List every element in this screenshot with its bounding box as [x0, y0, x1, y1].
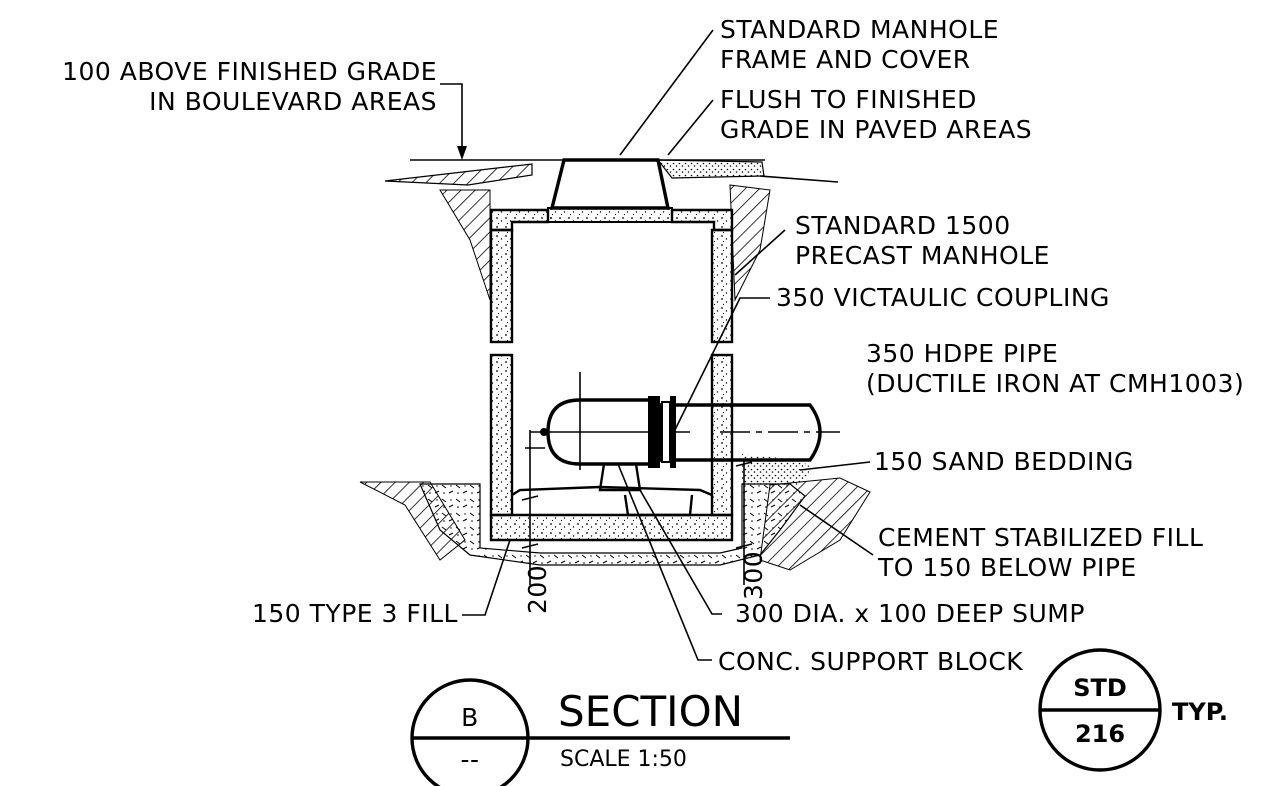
label-frame-cover-2: FRAME AND COVER [720, 45, 971, 74]
section-title: SECTION [558, 687, 743, 736]
precast-manhole [489, 208, 734, 542]
section-scale: SCALE 1:50 [560, 747, 687, 772]
section-letter: B [461, 703, 479, 732]
hdpe-pipe [530, 372, 840, 470]
label-coupling: 350 VICTAULIC COUPLING [776, 283, 1110, 312]
cement-stabilized-fill [419, 483, 806, 566]
label-frame-cover-1: STANDARD MANHOLE [720, 15, 999, 44]
std-number: 216 [1075, 720, 1125, 748]
label-pipe-2: (DUCTILE IRON AT CMH1003) [866, 369, 1244, 398]
leader-lines [440, 29, 874, 661]
sand-bedding [742, 454, 812, 485]
label-sand-bedding: 150 SAND BEDDING [874, 447, 1134, 476]
label-precast-2: PRECAST MANHOLE [795, 241, 1050, 270]
frame-and-cover [547, 158, 673, 223]
std-typ-note: TYP. [1172, 698, 1228, 726]
label-precast-1: STANDARD 1500 [795, 211, 1011, 240]
label-sump: 300 DIA. x 100 DEEP SUMP [735, 599, 1085, 628]
label-above-grade-1: 100 ABOVE FINISHED GRADE [62, 57, 437, 86]
label-above-grade-2: IN BOULEVARD AREAS [149, 87, 437, 116]
label-type3-fill: 150 TYPE 3 FILL [252, 599, 458, 628]
section-callout [410, 678, 790, 786]
label-flush-grade-2: GRADE IN PAVED AREAS [720, 115, 1032, 144]
victaulic-coupling [648, 396, 676, 468]
label-pipe-1: 350 HDPE PIPE [866, 339, 1058, 368]
label-cement-fill-2: TO 150 BELOW PIPE [877, 553, 1137, 582]
ground-surface [384, 159, 839, 186]
dimension-lines [521, 430, 753, 585]
dimension-300: 300 [739, 551, 768, 600]
label-support-block: CONC. SUPPORT BLOCK [718, 647, 1023, 676]
label-flush-grade-1: FLUSH TO FINISHED [720, 85, 977, 114]
std-reference-bubble [1038, 648, 1162, 772]
concrete-support-block [598, 463, 642, 492]
std-label: STD [1073, 674, 1127, 702]
dimension-200: 200 [523, 565, 552, 614]
section-ref: -- [460, 745, 479, 774]
label-cement-fill-1: CEMENT STABILIZED FILL [878, 523, 1203, 552]
